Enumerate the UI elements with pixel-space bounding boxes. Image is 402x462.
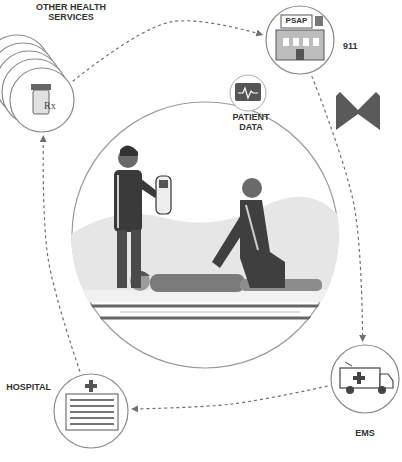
dashed-arrow: [73, 21, 263, 82]
circle-outline: [53, 373, 129, 449]
node-label: 911: [343, 42, 373, 52]
node-label: PATIENT DATA: [225, 113, 277, 133]
chevron-mark: [336, 92, 380, 130]
node-circle: HOSPITAL: [53, 373, 129, 449]
node-circle: PSAP911: [265, 5, 335, 75]
node-label: OTHER HEALTH SERVICES: [31, 3, 111, 23]
circle-outline: [71, 101, 339, 369]
circle-outline: [330, 344, 400, 414]
dashed-arrow: [132, 386, 328, 409]
circle-outline: [265, 5, 335, 75]
node-label: EMS: [335, 429, 395, 439]
node-circle: EMS: [330, 344, 400, 414]
symbol-label: Rx: [44, 100, 56, 111]
node-circle: PATIENT DATA: [71, 101, 339, 369]
node-circle: OTHER HEALTH SERVICES: [9, 67, 75, 133]
circle-outline: [9, 67, 75, 133]
node-label: PSAP: [281, 17, 312, 26]
node-label: HOSPITAL: [0, 383, 51, 393]
